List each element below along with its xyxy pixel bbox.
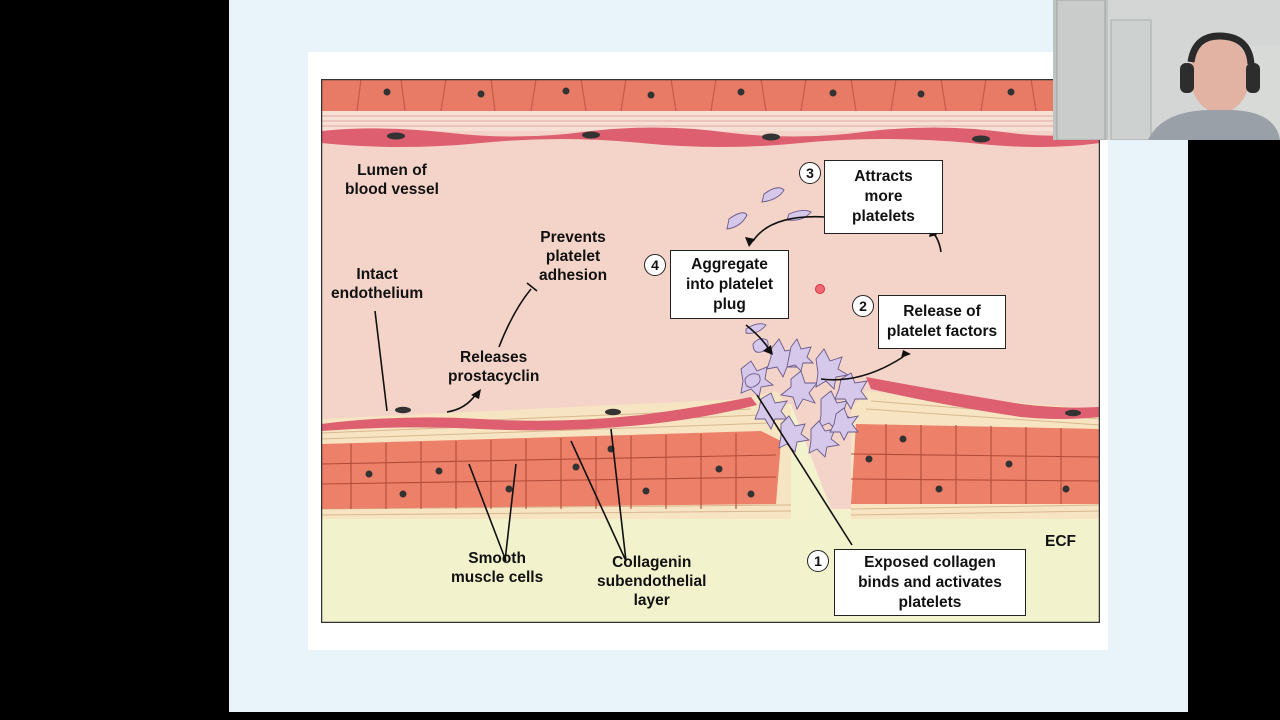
webcam-video bbox=[1053, 0, 1280, 140]
step-2-number: 2 bbox=[852, 295, 874, 317]
pointer-dot bbox=[815, 284, 825, 294]
step-1-number: 1 bbox=[807, 550, 829, 572]
step-3-number: 3 bbox=[799, 162, 821, 184]
ecf-label: ECF bbox=[1045, 533, 1076, 550]
step-4-number: 4 bbox=[644, 254, 666, 276]
